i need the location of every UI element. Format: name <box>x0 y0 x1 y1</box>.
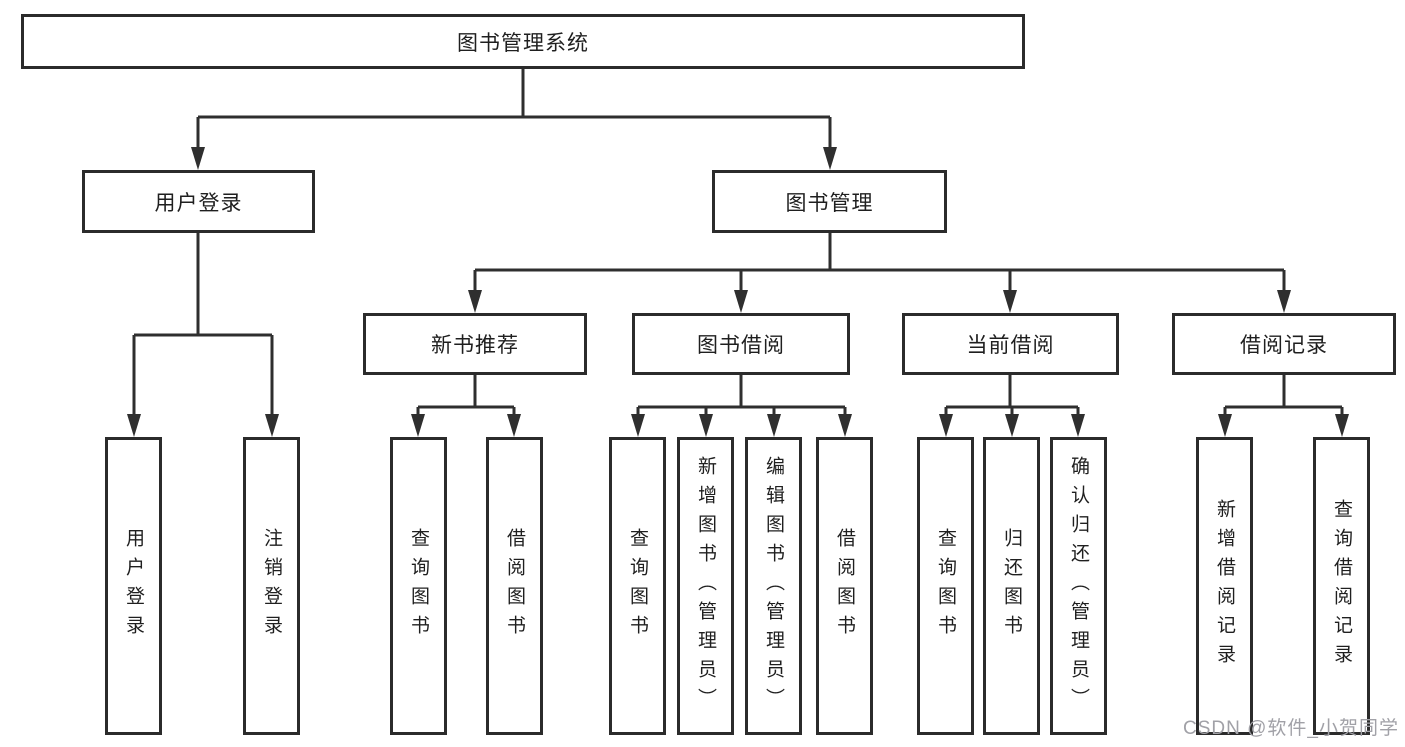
leaf-user-login: 用户登录 <box>105 437 162 735</box>
node-borrowing-records: 借阅记录 <box>1172 313 1396 375</box>
leaf-borrowing-borrow-book: 借阅图书 <box>816 437 873 735</box>
leaf-recommend-query-book: 查询图书 <box>390 437 447 735</box>
leaf-borrowing-query-book: 查询图书 <box>609 437 666 735</box>
connector-lines <box>132 69 1344 419</box>
node-current-borrowing: 当前借阅 <box>902 313 1119 375</box>
leaf-recommend-borrow-book: 借阅图书 <box>486 437 543 735</box>
leaf-records-add-record: 新增借阅记录 <box>1196 437 1253 735</box>
leaf-current-query-book: 查询图书 <box>917 437 974 735</box>
leaf-borrowing-edit-book-admin: 编辑图书（管理员） <box>745 437 802 735</box>
leaf-records-query-record: 查询借阅记录 <box>1313 437 1370 735</box>
node-new-book-recommendation: 新书推荐 <box>363 313 587 375</box>
arrowhead-icons <box>127 147 1349 437</box>
node-system-root: 图书管理系统 <box>21 14 1025 69</box>
leaf-current-confirm-return-admin: 确认归还（管理员） <box>1050 437 1107 735</box>
node-book-management: 图书管理 <box>712 170 947 233</box>
node-book-borrowing: 图书借阅 <box>632 313 850 375</box>
leaf-current-return-book: 归还图书 <box>983 437 1040 735</box>
leaf-borrowing-add-book-admin: 新增图书（管理员） <box>677 437 734 735</box>
node-user-login: 用户登录 <box>82 170 315 233</box>
leaf-logout: 注销登录 <box>243 437 300 735</box>
csdn-watermark: CSDN @软件_小贺同学 <box>1183 718 1399 739</box>
